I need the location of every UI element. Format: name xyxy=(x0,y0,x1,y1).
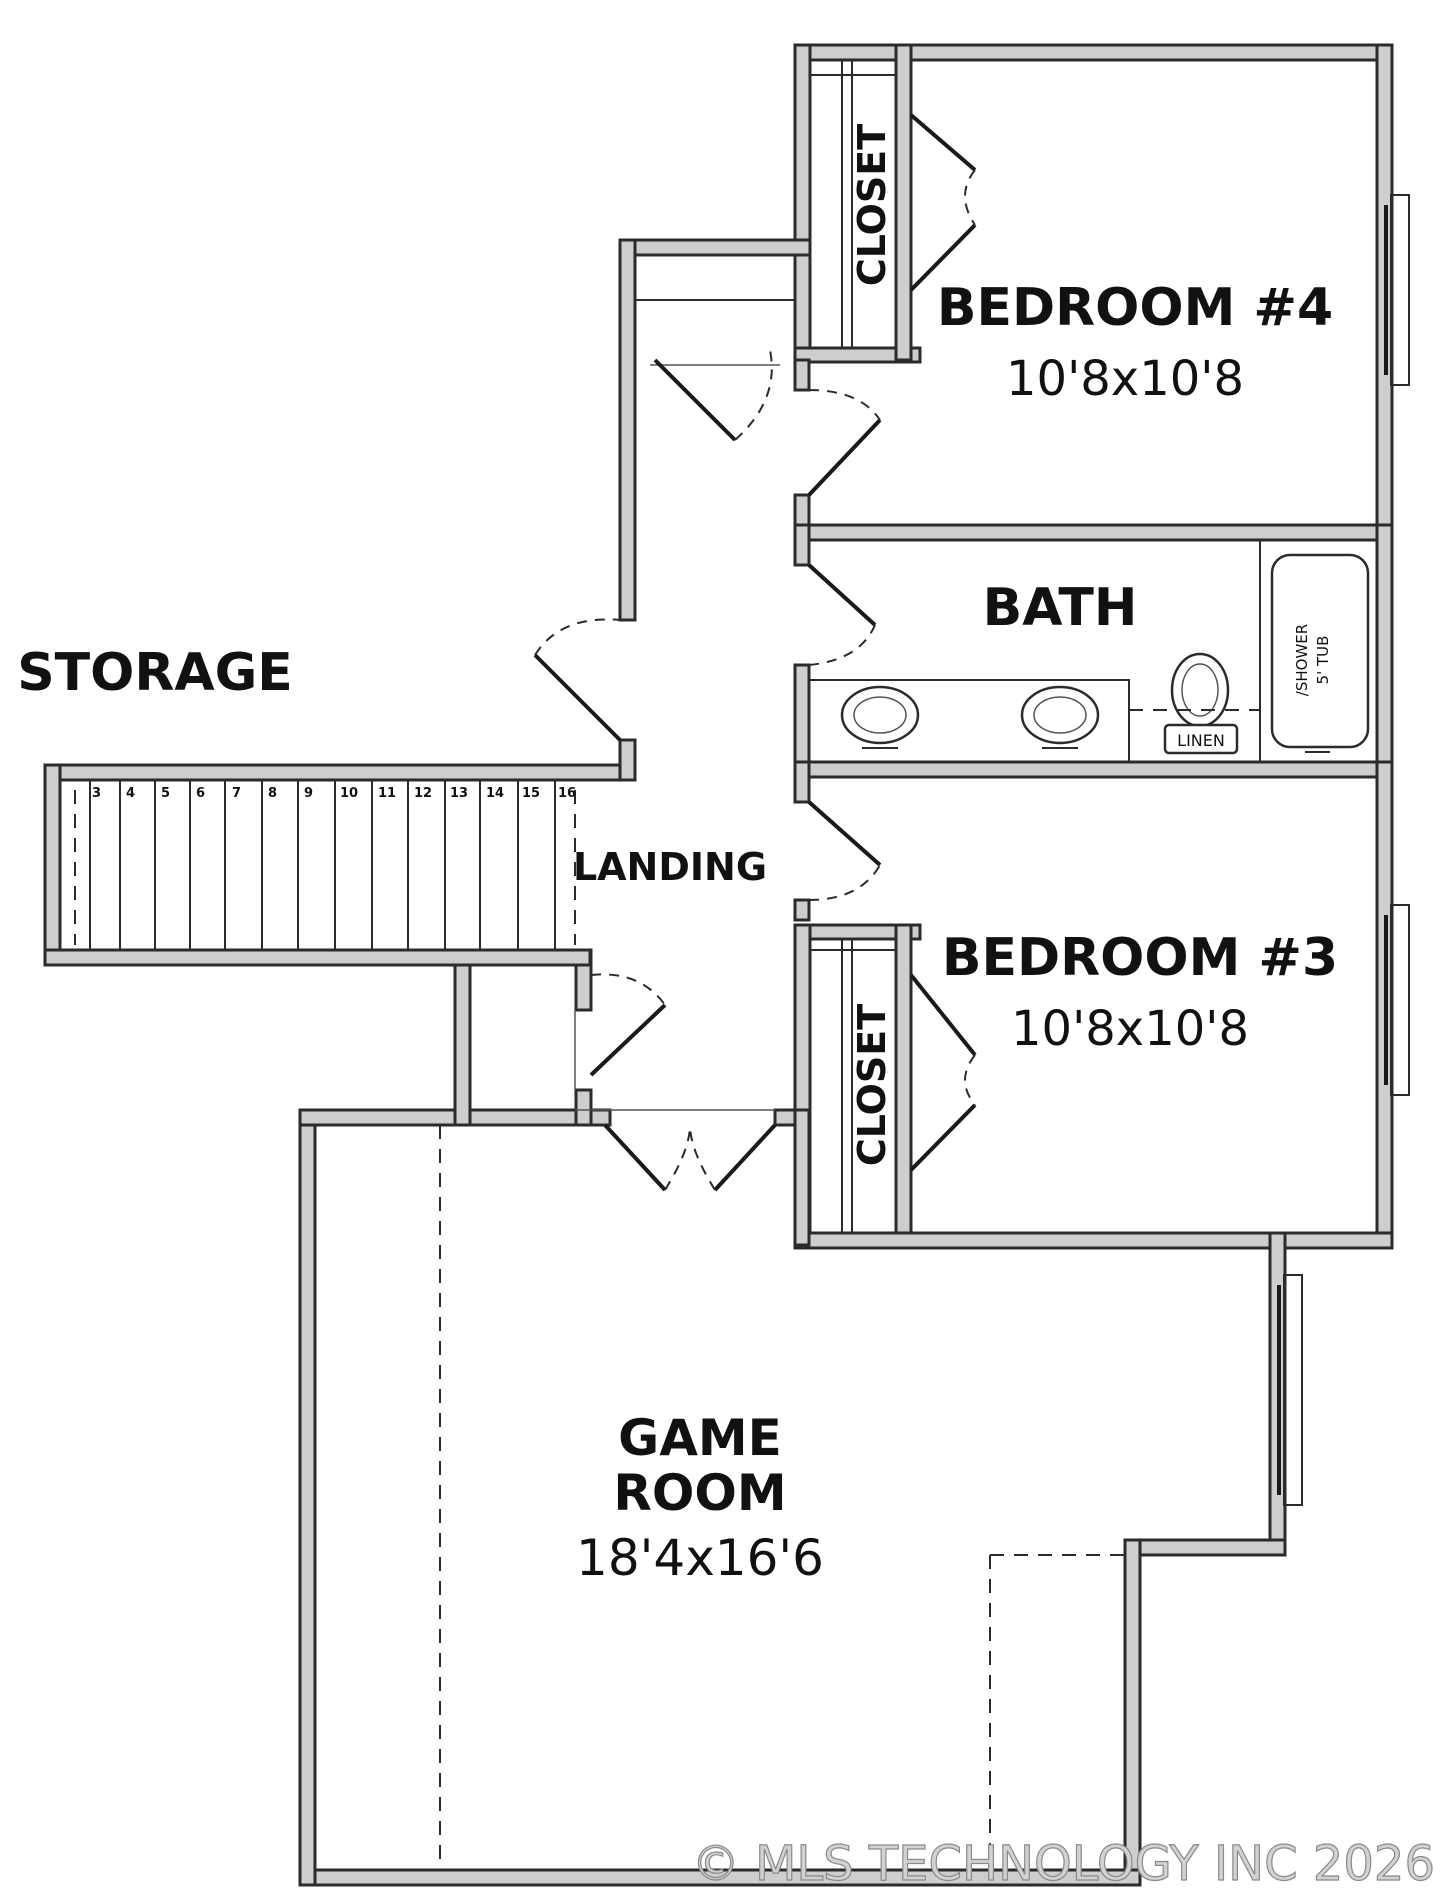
copyright-watermark: © MLS TECHNOLOGY INC 2026 xyxy=(692,1836,1435,1892)
sink-icon xyxy=(1020,685,1100,745)
bedroom4-size: 10'8x10'8 xyxy=(1006,351,1244,407)
step-number: 12 xyxy=(414,786,432,801)
step-number: 13 xyxy=(450,786,468,801)
bath-fixtures: LINEN /SHOWER 5' TUB xyxy=(808,539,1378,763)
step-number: 4 xyxy=(126,786,135,801)
stair-numbers: 3 4 5 6 7 8 9 10 11 12 13 14 15 16 xyxy=(92,786,576,801)
step-number: 9 xyxy=(304,786,313,801)
step-number: 7 xyxy=(232,786,241,801)
windows xyxy=(1277,194,1410,1506)
game-room-name-line1: GAME xyxy=(618,1409,782,1467)
step-number: 8 xyxy=(268,786,277,801)
game-room-size: 18'4x16'6 xyxy=(576,1529,824,1587)
step-number: 11 xyxy=(378,786,396,801)
sink-icon xyxy=(840,685,920,745)
step-number: 6 xyxy=(196,786,205,801)
bath-name: BATH xyxy=(983,578,1138,638)
closet-upper-name: CLOSET xyxy=(850,124,894,286)
tub-label: /SHOWER xyxy=(1293,624,1311,696)
bedroom3-name: BEDROOM #3 xyxy=(942,928,1338,988)
room-labels: BEDROOM #4 10'8x10'8 BATH STORAGE LANDIN… xyxy=(17,124,1338,1587)
bedroom4-name: BEDROOM #4 xyxy=(937,278,1333,338)
doors xyxy=(533,113,977,1192)
bathtub-icon xyxy=(1270,553,1370,749)
stairs xyxy=(60,779,590,951)
step-number: 10 xyxy=(340,786,358,801)
storage-name: STORAGE xyxy=(17,643,293,703)
game-room-name-line2: ROOM xyxy=(613,1464,786,1522)
step-number: 3 xyxy=(92,786,101,801)
step-number: 16 xyxy=(558,786,576,801)
closet-shelving xyxy=(574,60,896,1233)
step-number: 14 xyxy=(486,786,504,801)
toilet-icon xyxy=(1170,652,1230,728)
landing-name: LANDING xyxy=(573,845,767,889)
tub-size-label: 5' TUB xyxy=(1314,636,1332,685)
bedroom3-size: 10'8x10'8 xyxy=(1011,1001,1249,1057)
step-number: 15 xyxy=(522,786,540,801)
game-room-markings xyxy=(439,1125,1125,1870)
closet-lower-name: CLOSET xyxy=(850,1004,894,1166)
linen-label: LINEN xyxy=(1177,731,1225,750)
step-number: 5 xyxy=(161,786,170,801)
